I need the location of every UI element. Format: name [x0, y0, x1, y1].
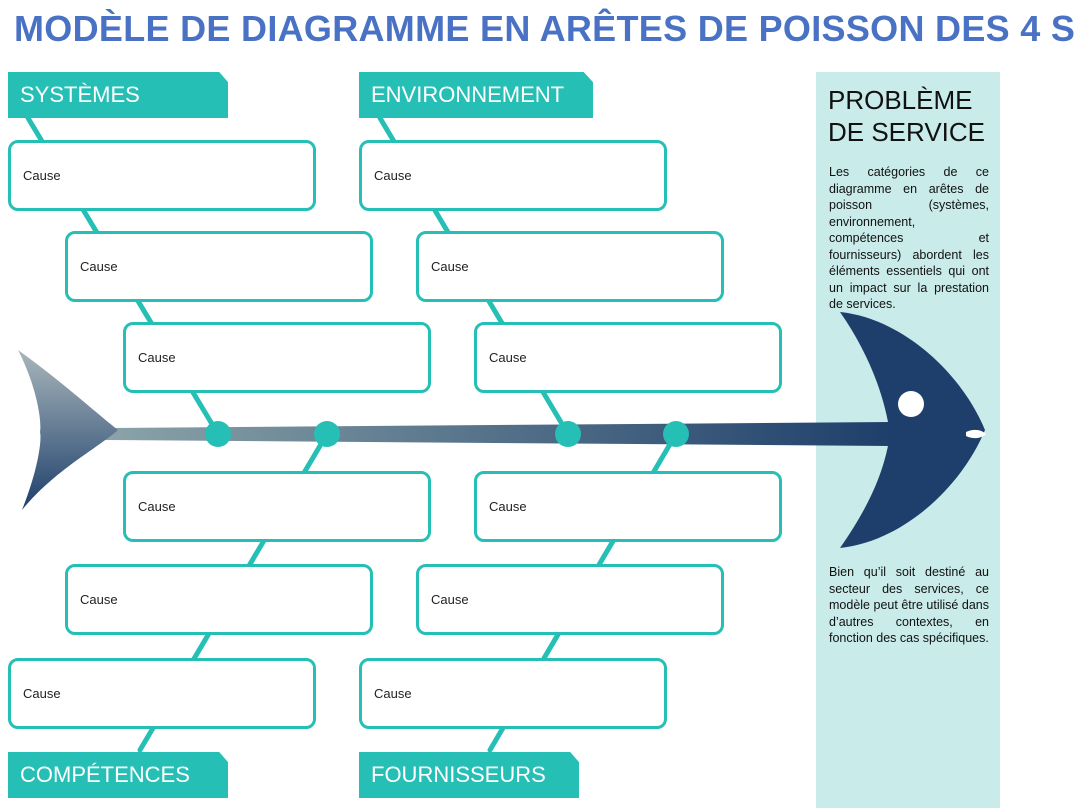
cause-label: Cause [138, 350, 176, 365]
cause-label: Cause [489, 350, 527, 365]
cause-label: Cause [489, 499, 527, 514]
category-systems: SYSTÈMES [8, 72, 228, 118]
panel-note: Bien qu’il soit destiné au secteur des s… [829, 565, 989, 645]
fish-tail [18, 350, 118, 510]
category-competences: COMPÉTENCES [8, 752, 228, 798]
cause-label: Cause [138, 499, 176, 514]
cause-box[interactable]: Cause [359, 140, 667, 211]
fish-eye [898, 391, 924, 417]
cause-label: Cause [23, 168, 61, 183]
category-suppliers: FOURNISSEURS [359, 752, 579, 798]
cause-label: Cause [431, 592, 469, 607]
cause-label: Cause [80, 592, 118, 607]
fish-spine [105, 422, 890, 446]
page-title: MODÈLE DE DIAGRAMME EN ARÊTES DE POISSON… [14, 8, 1075, 49]
bone-joints [205, 421, 689, 447]
cause-box[interactable]: Cause [123, 322, 431, 393]
cause-label: Cause [374, 168, 412, 183]
cause-box[interactable]: Cause [474, 322, 782, 393]
cause-box[interactable]: Cause [359, 658, 667, 729]
fish-mouth [966, 429, 986, 439]
cause-box[interactable]: Cause [123, 471, 431, 542]
cause-box[interactable]: Cause [416, 564, 724, 635]
cause-label: Cause [23, 686, 61, 701]
cause-label: Cause [431, 259, 469, 274]
category-environment: ENVIRONNEMENT [359, 72, 593, 118]
cause-box[interactable]: Cause [474, 471, 782, 542]
cause-label: Cause [80, 259, 118, 274]
fish-head [840, 312, 985, 548]
cause-box[interactable]: Cause [8, 140, 316, 211]
cause-box[interactable]: Cause [65, 564, 373, 635]
cause-label: Cause [374, 686, 412, 701]
panel-description: Les catégories de ce diagramme en arêtes… [829, 165, 989, 311]
cause-box[interactable]: Cause [416, 231, 724, 302]
problem-heading: PROBLÈME DE SERVICE [828, 85, 986, 147]
cause-box[interactable]: Cause [65, 231, 373, 302]
cause-box[interactable]: Cause [8, 658, 316, 729]
